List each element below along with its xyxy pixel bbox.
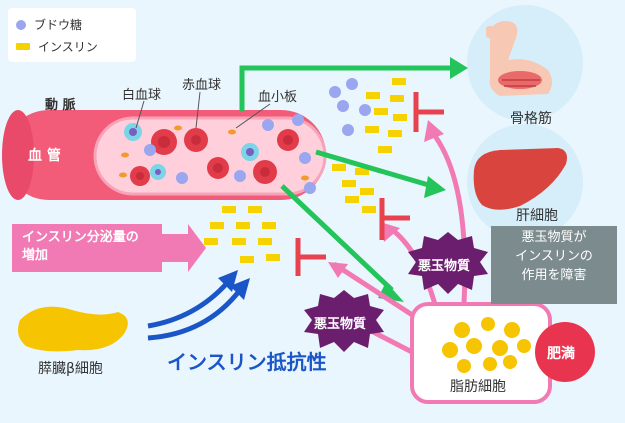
insulin-resistance-label: インスリン抵抗性	[167, 350, 327, 374]
note-line3: 作用を障害	[521, 268, 587, 283]
bad-substance-note: 悪玉物質が インスリンの 作用を障害	[491, 226, 617, 304]
note-line1: 悪玉物質が	[521, 230, 587, 245]
skeletal-muscle-label: 骨格筋	[510, 111, 552, 127]
insulin-increase-box: インスリン分泌量の 増加	[12, 224, 162, 272]
liver-icon	[473, 148, 567, 210]
insulin-icon	[16, 43, 30, 50]
glucose-in-vessel	[144, 114, 316, 194]
note-line2: インスリンの	[515, 249, 593, 264]
pointer-lines	[135, 91, 271, 129]
red-blood-cell-label: 赤血球	[182, 78, 222, 93]
legend-insulin-label: インスリン	[38, 40, 98, 54]
legend-glucose-label: ブドウ糖	[34, 18, 83, 32]
glucose-outside	[329, 78, 371, 136]
legend-glucose: ブドウ糖	[16, 16, 82, 33]
green-arrowheads	[378, 57, 468, 302]
insulin-increase-line2: 増加	[22, 248, 49, 263]
fat-cell-label: 脂肪細胞	[450, 379, 506, 395]
platelets	[119, 125, 309, 181]
glucose-icon	[16, 19, 26, 30]
bad-substance-badge-right	[408, 232, 488, 294]
blue-arrows	[147, 280, 242, 341]
blue-arrowheads	[218, 270, 250, 300]
pancreas-beta-cell-label: 膵臓β細胞	[38, 361, 103, 377]
insulin-bars	[204, 78, 407, 263]
white-blood-cell-label: 白血球	[122, 88, 162, 103]
insulin-increase-line1: インスリン分泌量の	[22, 230, 139, 245]
white-blood-cells	[124, 123, 259, 180]
obesity-label: 肥満	[547, 346, 575, 362]
bad-substance-badge-left	[304, 290, 384, 352]
skeletal-muscle-icon	[486, 21, 552, 96]
legend-insulin: インスリン	[16, 38, 98, 55]
pink-arrowheads	[328, 120, 444, 278]
inhibition-symbols	[295, 92, 444, 276]
glucose-transport-arrows	[239, 65, 452, 292]
pancreas-icon	[18, 306, 128, 352]
bad-substance-label-right: 悪玉物質	[418, 259, 471, 274]
bad-substance-label-left: 悪玉物質	[314, 317, 367, 332]
obesity-badge	[535, 322, 595, 382]
legend: ブドウ糖 インスリン	[8, 8, 136, 62]
red-blood-cells	[130, 128, 299, 186]
platelet-label: 血小板	[258, 90, 298, 105]
insulin-increase-arrow	[162, 224, 206, 272]
liver-cell-label: 肝細胞	[516, 208, 558, 224]
vessel-label: 血 管	[28, 148, 61, 164]
artery-label: 動 脈	[45, 98, 76, 113]
